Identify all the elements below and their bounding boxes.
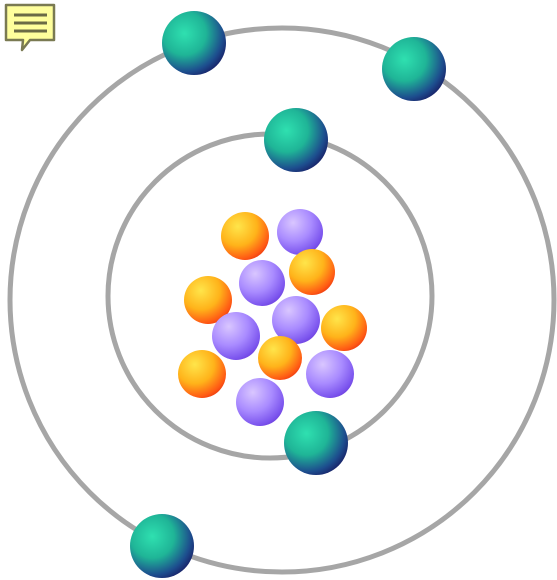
electron: [162, 11, 226, 75]
electron: [284, 411, 348, 475]
proton: [321, 305, 367, 351]
neutron: [277, 209, 323, 255]
electron: [382, 37, 446, 101]
electron: [130, 514, 194, 578]
neutron: [306, 350, 354, 398]
neutron: [239, 260, 285, 306]
proton: [178, 350, 226, 398]
proton: [221, 212, 269, 260]
electron: [264, 108, 328, 172]
proton: [289, 249, 335, 295]
neutron: [236, 378, 284, 426]
proton: [258, 336, 302, 380]
outer-orbit: [10, 28, 554, 572]
nucleus: [178, 209, 367, 426]
